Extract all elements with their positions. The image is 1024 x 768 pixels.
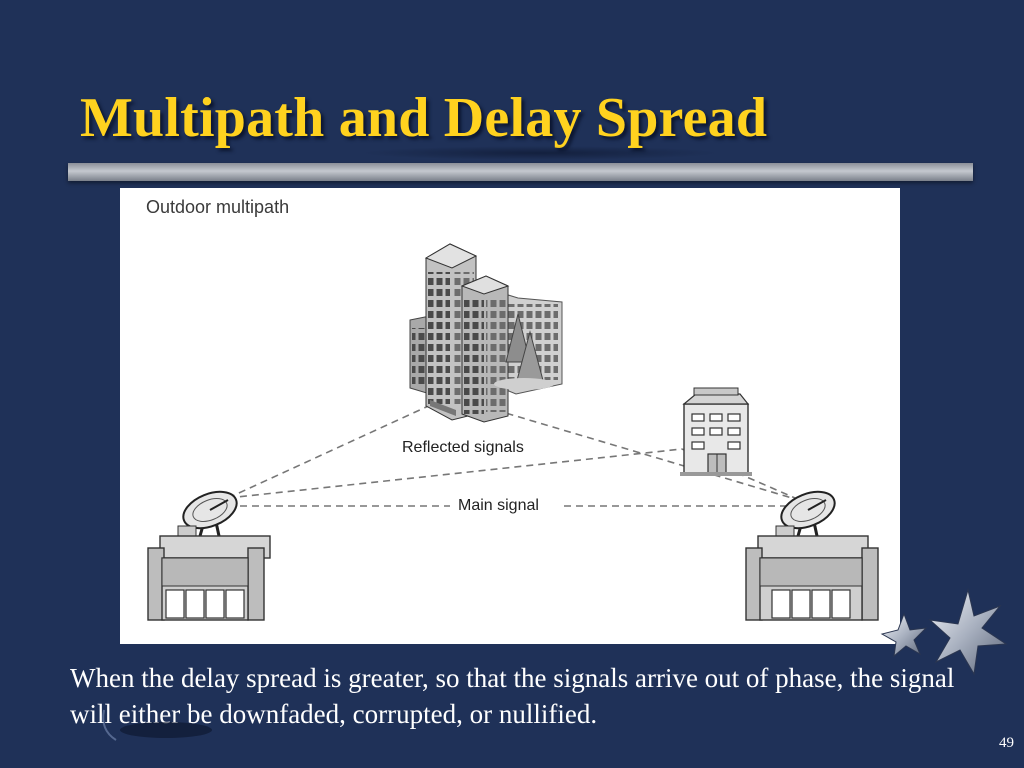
satellite-dish-icon	[182, 490, 238, 551]
main-signal-label: Main signal	[458, 497, 539, 514]
office-building-cluster-icon	[409, 243, 563, 423]
slide-body-text: When the delay spread is greater, so tha…	[70, 663, 955, 729]
multipath-figure: Outdoor multipath Reflected signals Main…	[120, 188, 900, 644]
ground-station-building-icon	[745, 525, 879, 621]
reflected-path-building-right	[471, 402, 803, 502]
small-office-building-icon	[680, 387, 752, 476]
star-icon	[880, 612, 928, 658]
reflected-path-left-up	[227, 402, 436, 499]
ground-station-building-icon	[147, 525, 271, 621]
slide-title: Multipath and Delay Spread	[80, 87, 768, 149]
figure-caption: Outdoor multipath	[146, 197, 289, 217]
right-ground-station	[745, 490, 879, 621]
title-divider	[68, 163, 973, 181]
title-shadow	[360, 146, 720, 160]
decorative-swoosh	[102, 709, 212, 741]
decorative-stars	[880, 588, 1008, 676]
reflected-path-left-small	[227, 448, 683, 499]
slide-number: 49	[999, 735, 1014, 751]
reflected-signals-label: Reflected signals	[402, 439, 524, 456]
star-icon	[928, 588, 1008, 676]
left-ground-station	[147, 490, 271, 621]
